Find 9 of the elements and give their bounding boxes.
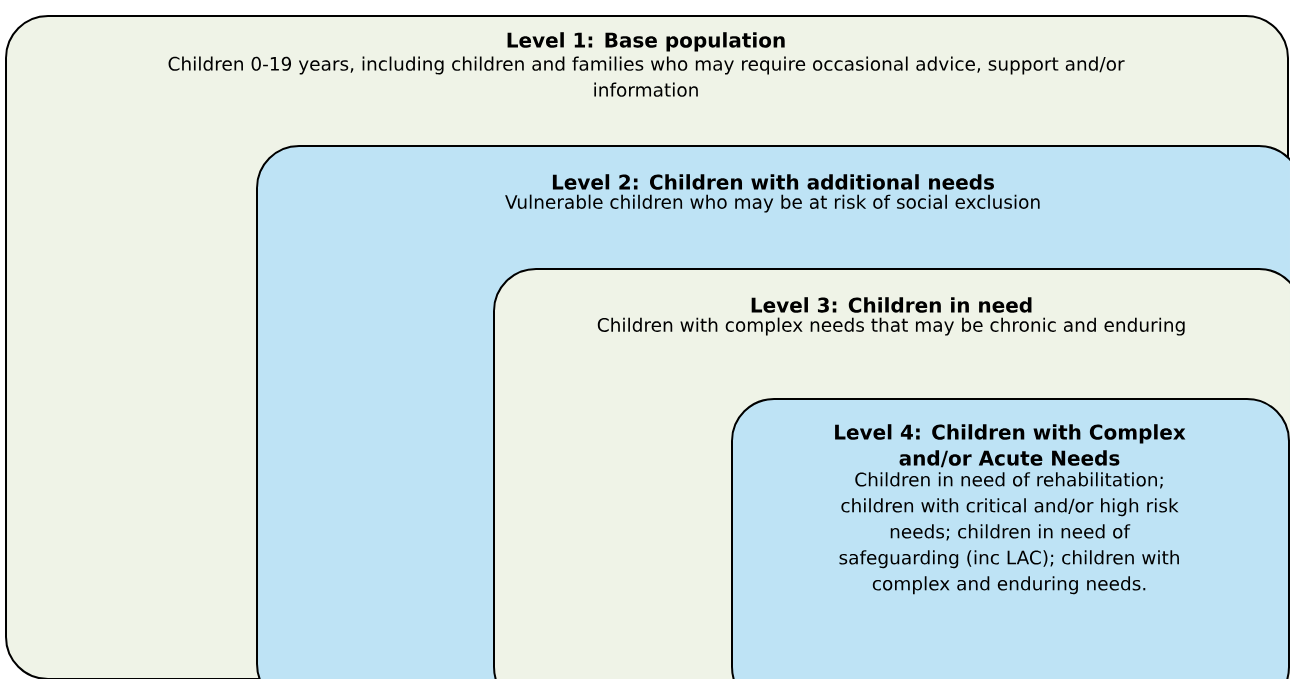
panel-heading: Level 3: Children in need — [751, 297, 1032, 313]
panel-description: Vulnerable children who may be at risk of social exclusion — [505, 194, 1040, 213]
level-panel — [731, 398, 1290, 679]
panel-heading: Level 2: Children with additional needs — [552, 174, 994, 190]
panel-heading: Level 4: Children with Complex and/or Acute Needs — [835, 424, 1186, 468]
panel-heading: Level 1: Base population — [507, 32, 785, 52]
panel-description: Children 0-19 years, including children and families who may require occasional advice, support and/or information — [168, 56, 1125, 97]
panel-description: Children with complex needs that may be chronic and enduring — [597, 317, 1185, 336]
panel-description: Children in need of rehabilitation; children with critical and/or high risk needs; children in need of safeguarding (inc LAC); children with complex and enduring needs. — [839, 472, 1179, 595]
